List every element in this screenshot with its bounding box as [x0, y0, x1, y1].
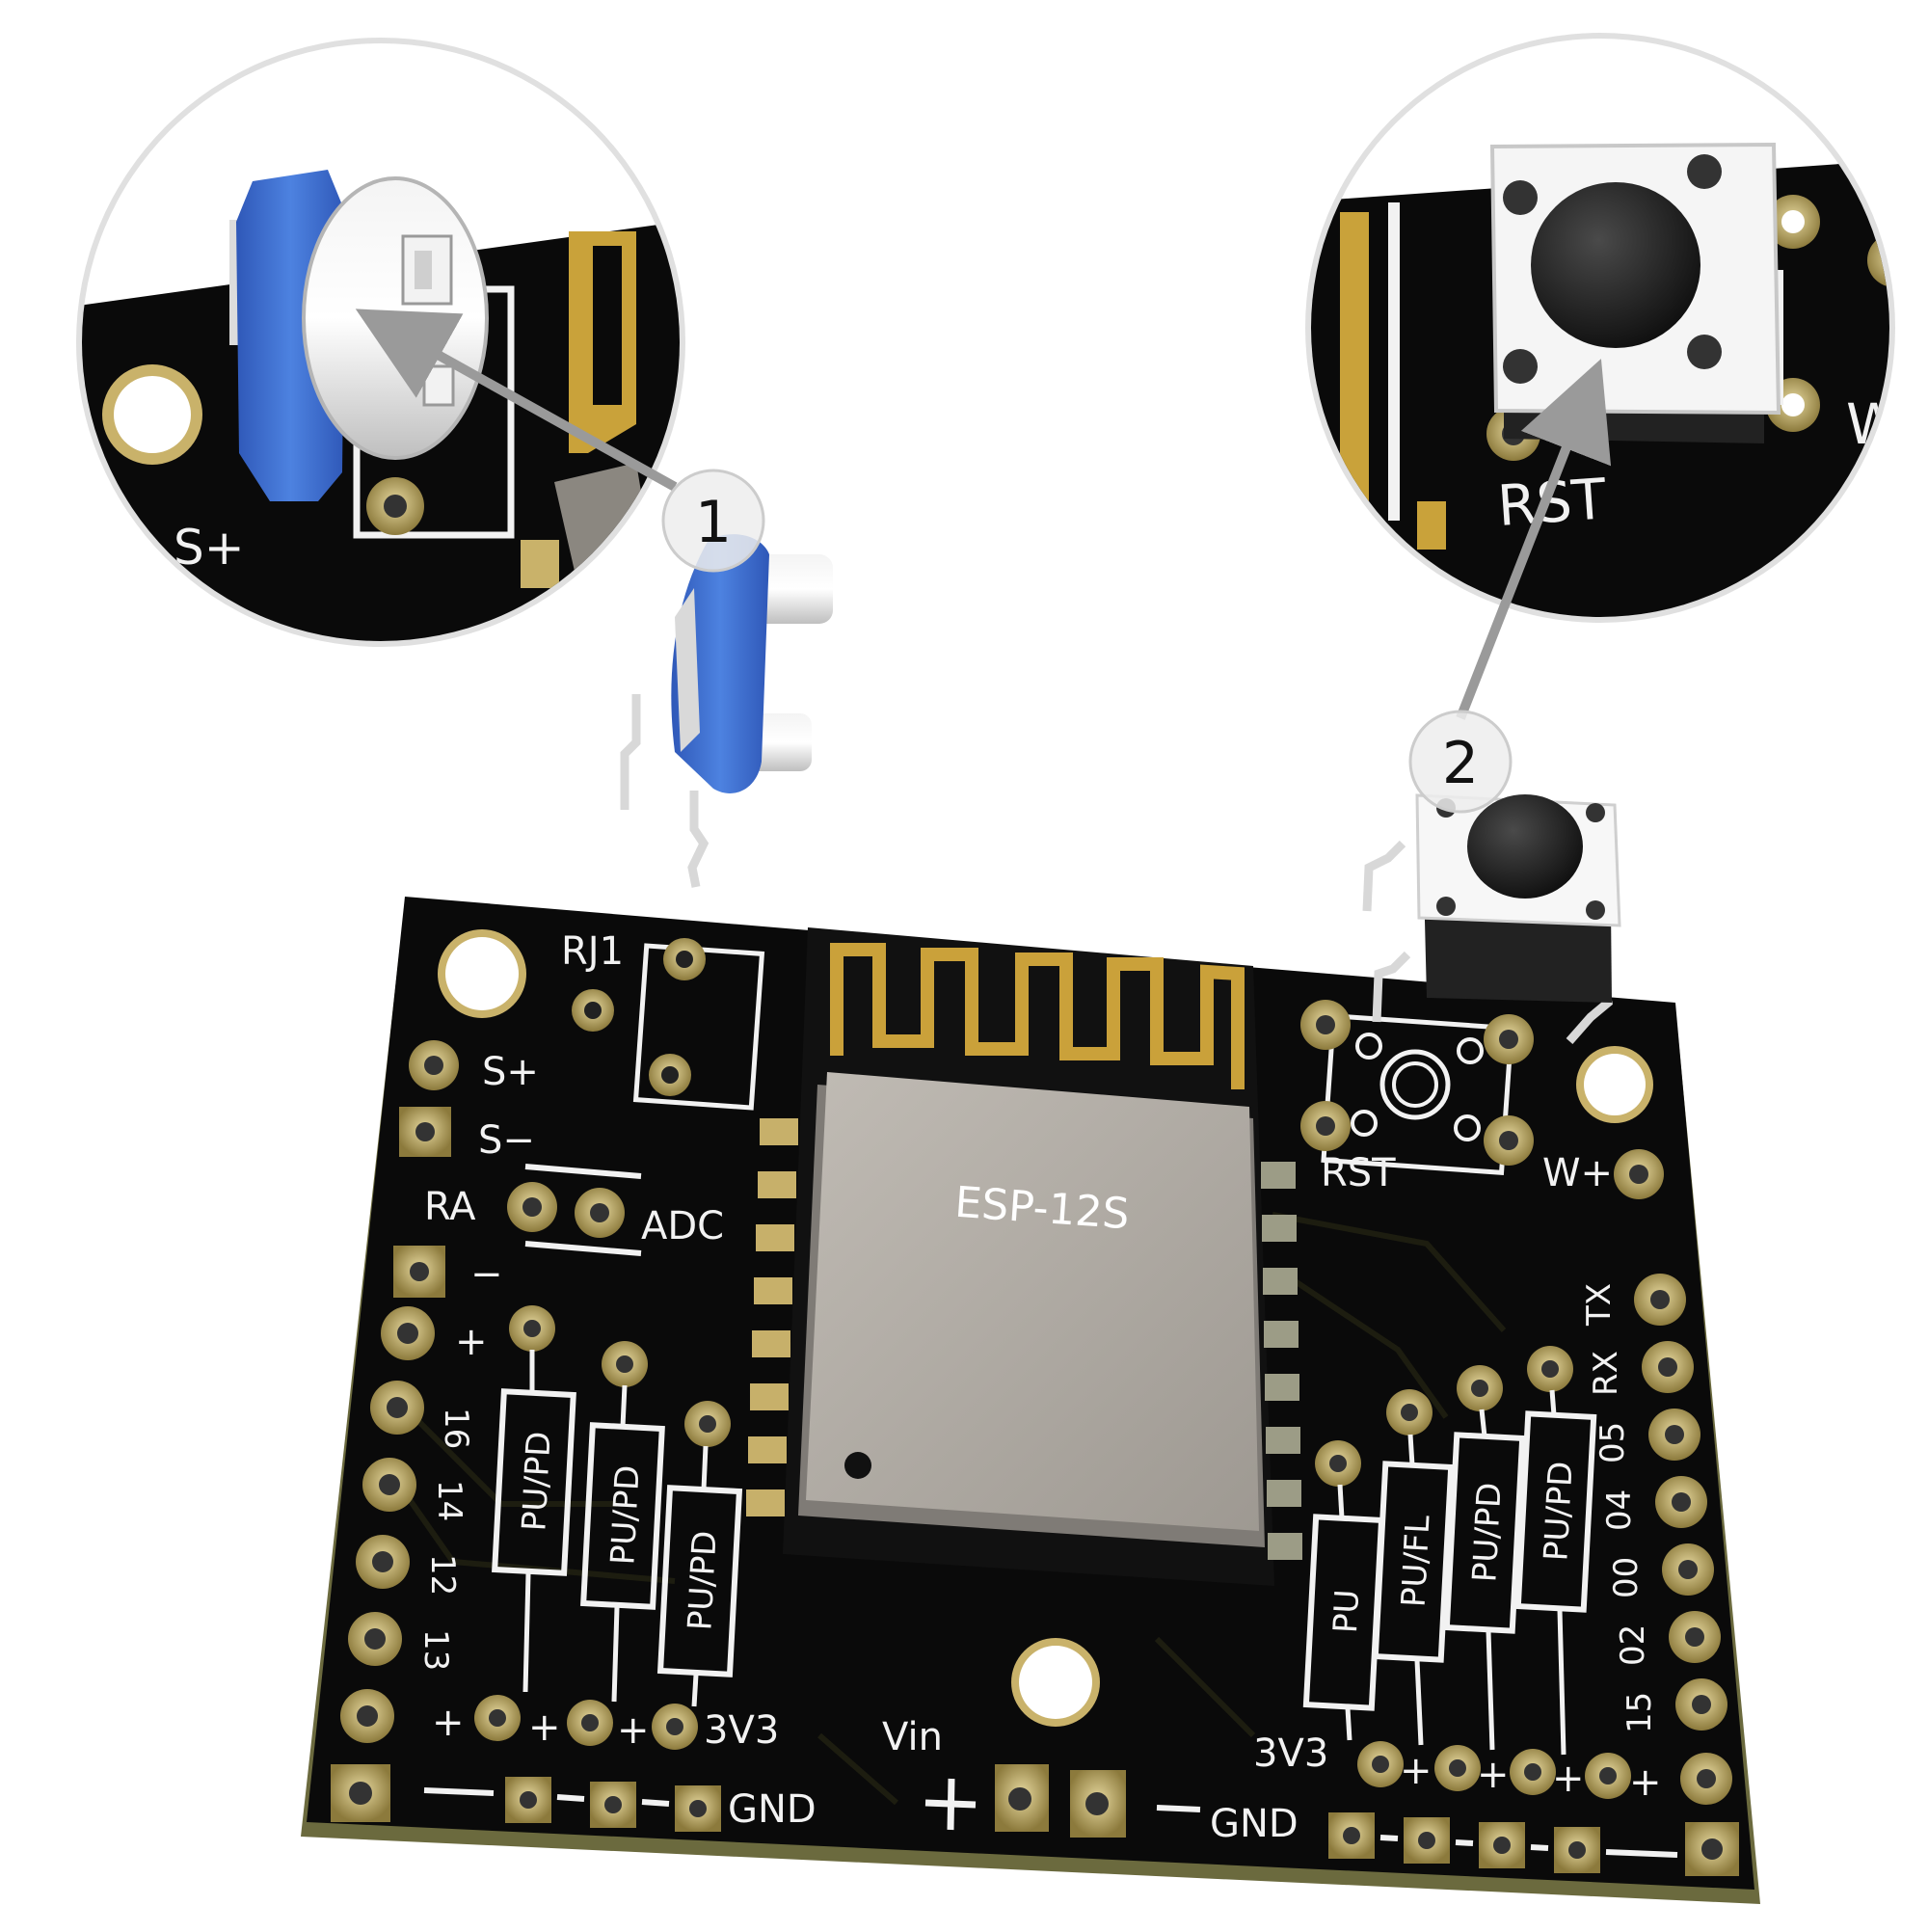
- plus-sign: +: [1477, 1753, 1510, 1797]
- vin-block: [924, 1764, 1201, 1838]
- label-minus: −: [470, 1252, 503, 1297]
- right-pin-label: 00: [1607, 1557, 1646, 1598]
- rj1-footprint: [572, 938, 765, 1111]
- callout-number-1: 1: [695, 489, 732, 556]
- left-resistor-label: PU/PD: [515, 1431, 558, 1532]
- arrow-2: [1456, 359, 1612, 720]
- antenna-trace: [830, 943, 1245, 1089]
- label-3v3-left: 3V3: [704, 1708, 779, 1753]
- left-resistor-1: [492, 1305, 576, 1693]
- label-gnd-left: GND: [728, 1787, 817, 1832]
- right-pin-label: TX: [1580, 1283, 1619, 1327]
- plus-sign: +: [1629, 1760, 1662, 1805]
- callout-badge-2: 2: [1408, 710, 1513, 814]
- right-resistor-4: [1514, 1346, 1597, 1756]
- zoom-left-label-s-plus: S+: [174, 520, 245, 576]
- zoom-circle-right: RST W: [1305, 33, 1895, 623]
- right-pin-label: 04: [1600, 1489, 1639, 1531]
- button-footprint: [1300, 1000, 1664, 1199]
- plus-sign: +: [432, 1701, 465, 1745]
- label-w-plus: W+: [1542, 1151, 1613, 1195]
- left-resistor-3: [656, 1401, 743, 1707]
- label-gnd-right: GND: [1210, 1802, 1299, 1846]
- label-s-minus: S−: [478, 1118, 535, 1163]
- left-resistor-label: PU/PD: [603, 1464, 647, 1566]
- right-resistor-3: [1443, 1365, 1526, 1751]
- label-3v3-right: 3V3: [1253, 1731, 1328, 1776]
- arrow-1: [355, 309, 678, 492]
- right-header-pads: [1634, 1274, 1739, 1876]
- left-pin-label: 16: [437, 1408, 475, 1449]
- esp-module: ESP-12S: [746, 927, 1302, 1586]
- right-resistor-label: PU/PD: [1465, 1482, 1509, 1583]
- right-bottom-pads: [1328, 1741, 1678, 1873]
- left-pin-label: 12: [423, 1554, 462, 1596]
- zoom-circle-left: S+: [76, 38, 685, 647]
- plus-sign: +: [617, 1708, 650, 1753]
- right-resistor-1: [1302, 1440, 1385, 1741]
- pin1-dot: [844, 1452, 871, 1479]
- right-pin-label: 15: [1620, 1692, 1659, 1733]
- module-label: ESP-12S: [953, 1178, 1131, 1240]
- left-pin-label: 14: [430, 1480, 469, 1521]
- callout-number-2: 2: [1442, 730, 1479, 797]
- plus-sign: +: [1552, 1757, 1585, 1801]
- left-resistor-label: PU/PD: [681, 1530, 724, 1631]
- module-pads-left: [746, 1118, 798, 1516]
- right-pin-label: 02: [1614, 1624, 1652, 1666]
- pcb-board: ESP-12S: [301, 897, 1760, 1904]
- silkscreen-labels: RJ1 S+ S− RA ADC − + RST W+ Vin 3V3 3V3 …: [416, 929, 1662, 1846]
- right-resistor-label: PU: [1326, 1589, 1367, 1634]
- label-rj1: RJ1: [561, 929, 624, 974]
- tactile-button: [1362, 793, 1621, 1044]
- label-ra: RA: [424, 1185, 476, 1229]
- label-plus: +: [455, 1320, 488, 1364]
- right-resistor-label: PU/FL: [1395, 1515, 1438, 1608]
- rf-shield: [806, 1072, 1259, 1531]
- label-vin: Vin: [882, 1715, 943, 1759]
- right-resistor-label: PU/PD: [1537, 1461, 1580, 1562]
- right-pin-label: RX: [1587, 1351, 1625, 1396]
- callout-badge-1: 1: [661, 469, 765, 573]
- right-pin-label: 05: [1593, 1422, 1632, 1463]
- callout-arrows: [355, 309, 1612, 720]
- right-resistor-2: [1372, 1389, 1455, 1746]
- right-resistor-footprints: [1302, 1346, 1597, 1756]
- label-rst: RST: [1321, 1151, 1396, 1195]
- label-s-plus: S+: [482, 1050, 539, 1094]
- label-adc: ADC: [641, 1204, 724, 1248]
- left-pin-label: 13: [416, 1629, 455, 1671]
- mounting-holes: [438, 929, 1653, 1727]
- trimmer-potentiometer: [620, 534, 833, 888]
- plus-signs: + + + + + + +: [432, 1701, 1662, 1805]
- left-header-pads: [331, 1040, 625, 1822]
- left-resistor-2: [580, 1341, 665, 1703]
- plus-sign: +: [1400, 1749, 1433, 1793]
- left-resistor-footprints: [492, 1305, 743, 1707]
- module-pads-right: [1261, 1162, 1302, 1560]
- silk-lines-left: [524, 1164, 642, 1256]
- left-bottom-pads: [423, 1695, 721, 1832]
- plus-sign: +: [528, 1705, 561, 1750]
